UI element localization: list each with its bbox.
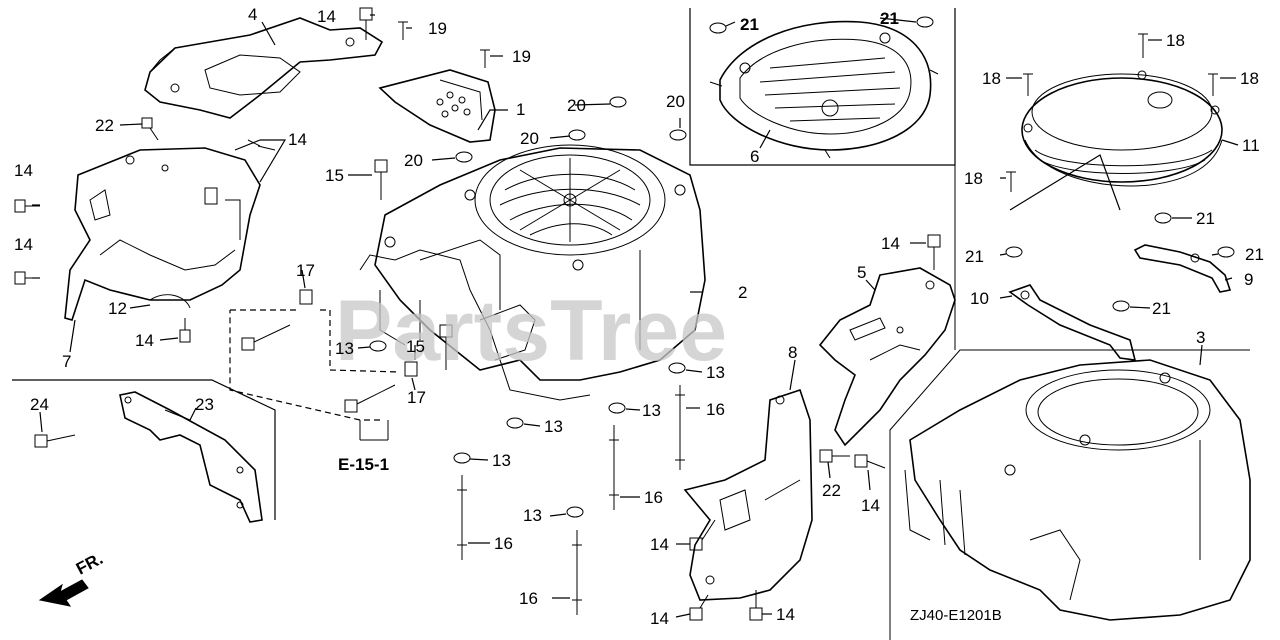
callout-16[interactable]: 16: [494, 534, 513, 553]
part-6-fan-screen[interactable]: [689, 8, 956, 166]
callout-13[interactable]: 13: [642, 401, 661, 420]
callout-13[interactable]: 13: [544, 417, 563, 436]
callout-24[interactable]: 24: [30, 395, 49, 414]
section-reference[interactable]: E-15-1: [338, 455, 389, 474]
callout-14[interactable]: 14: [135, 331, 154, 350]
callout-19[interactable]: 19: [512, 47, 531, 66]
callout-6[interactable]: 6: [750, 147, 759, 166]
callout-17[interactable]: 17: [296, 261, 315, 280]
callout-4[interactable]: 4: [248, 5, 257, 24]
callout-18[interactable]: 18: [982, 69, 1001, 88]
diagram-code: ZJ40-E1201B: [910, 607, 1002, 624]
part-3-shroud[interactable]: [904, 359, 1251, 621]
part-1-cover-plate[interactable]: [378, 69, 496, 143]
part-11-ring-guard[interactable]: [1021, 70, 1223, 187]
part-10-bracket[interactable]: [1008, 284, 1137, 361]
callout-7[interactable]: 7: [62, 352, 71, 371]
callout-14[interactable]: 14: [317, 7, 336, 26]
callout-9[interactable]: 9: [1244, 270, 1253, 289]
callout-20[interactable]: 20: [404, 151, 423, 170]
callout-8[interactable]: 8: [788, 343, 797, 362]
callout-18[interactable]: 18: [1240, 69, 1259, 88]
callout-1[interactable]: 1: [516, 100, 525, 119]
callout-14[interactable]: 14: [776, 605, 795, 624]
callout-21[interactable]: 21: [1245, 245, 1264, 264]
callout-18[interactable]: 18: [964, 169, 983, 188]
callout-12[interactable]: 12: [108, 299, 127, 318]
callout-20[interactable]: 20: [520, 129, 539, 148]
callout-21[interactable]: 21: [880, 9, 899, 28]
callout-22[interactable]: 22: [95, 116, 114, 135]
callout-14[interactable]: 14: [861, 496, 880, 515]
front-direction-arrow-icon: [38, 579, 89, 607]
callout-5[interactable]: 5: [857, 263, 866, 282]
part-8-shield-plate[interactable]: [683, 388, 813, 601]
callout-14[interactable]: 14: [14, 161, 33, 180]
callout-16[interactable]: 16: [644, 488, 663, 507]
callout-15[interactable]: 15: [325, 166, 344, 185]
direction-label: FR.: [73, 549, 106, 579]
callout-20[interactable]: 20: [567, 96, 586, 115]
callout-11[interactable]: 11: [1242, 136, 1260, 155]
callout-19[interactable]: 19: [428, 19, 447, 38]
fasteners: [14, 7, 1235, 621]
callout-21[interactable]: 21: [965, 247, 984, 266]
callout-17[interactable]: 17: [407, 388, 426, 407]
callout-14[interactable]: 14: [14, 235, 33, 254]
callout-13[interactable]: 13: [706, 363, 725, 382]
callout-13[interactable]: 13: [523, 506, 542, 525]
callout-20[interactable]: 20: [666, 92, 685, 111]
callout-14[interactable]: 14: [288, 130, 307, 149]
callout-14[interactable]: 14: [881, 234, 900, 253]
callout-21[interactable]: 21: [1196, 209, 1215, 228]
part-7-side-shroud[interactable]: [64, 147, 261, 321]
callout-21[interactable]: 21: [1152, 299, 1171, 318]
callout-3[interactable]: 3: [1196, 328, 1205, 347]
callout-21[interactable]: 21: [740, 15, 759, 34]
part-2-fan-shroud[interactable]: [359, 144, 706, 401]
callout-18[interactable]: 18: [1166, 31, 1185, 50]
callout-14[interactable]: 14: [650, 609, 669, 628]
part-23-plate[interactable]: [12, 379, 276, 523]
part-9-bracket[interactable]: [1133, 244, 1232, 293]
bolt-group-box: [229, 309, 401, 441]
part-4-air-guide[interactable]: [144, 17, 384, 119]
callout-10[interactable]: 10: [970, 289, 989, 308]
callout-14[interactable]: 14: [650, 535, 669, 554]
callout-labels: 4 14 19 19 1 22 14 14 14 20 20 20 20 15 …: [14, 5, 1264, 628]
callout-15[interactable]: 15: [406, 337, 425, 356]
part-5-side-bracket[interactable]: [818, 267, 956, 447]
watermark-text: PartsTree: [335, 283, 727, 379]
callout-23[interactable]: 23: [195, 395, 214, 414]
leader-lines: [32, 14, 1250, 640]
callout-2[interactable]: 2: [738, 283, 747, 302]
callout-13[interactable]: 13: [335, 339, 354, 358]
callout-13[interactable]: 13: [492, 451, 511, 470]
callout-16[interactable]: 16: [706, 400, 725, 419]
callout-22[interactable]: 22: [822, 481, 841, 500]
callout-16[interactable]: 16: [519, 589, 538, 608]
